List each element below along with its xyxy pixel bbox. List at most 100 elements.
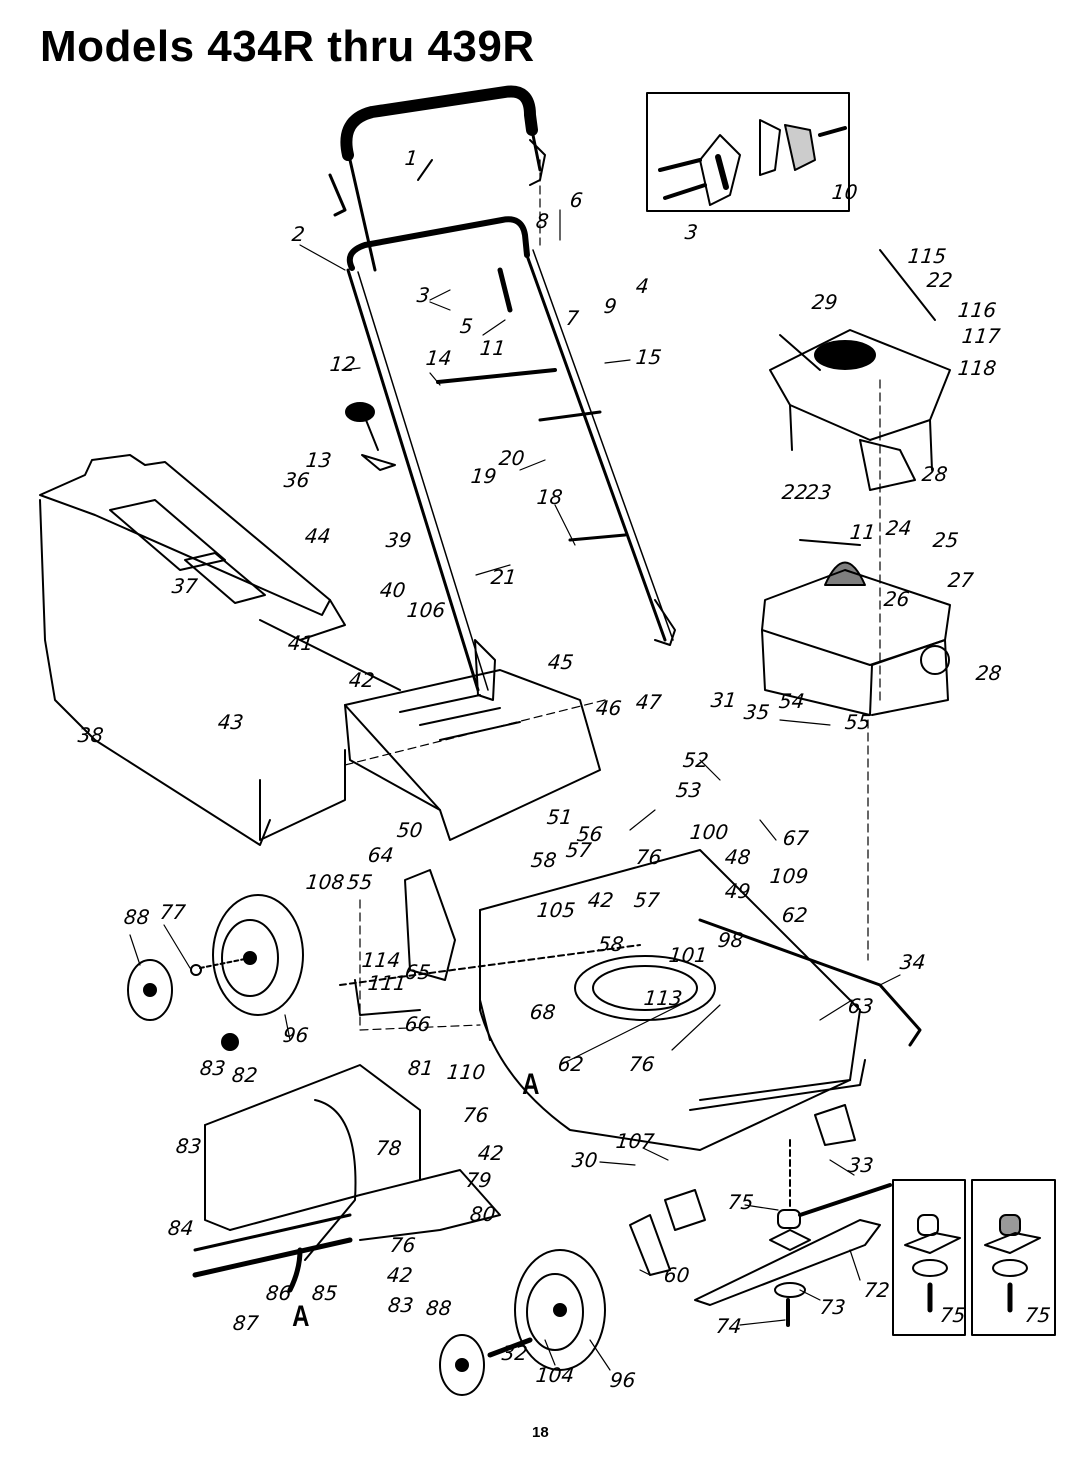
part-callout-45: 45 xyxy=(546,650,575,674)
part-callout-42: 42 xyxy=(586,888,615,912)
part-callout-75: 75 xyxy=(726,1190,755,1214)
part-callout-113: 113 xyxy=(642,986,684,1010)
part-callout-98: 98 xyxy=(716,928,745,952)
part-callout-115: 115 xyxy=(906,244,948,268)
part-callout-43: 43 xyxy=(216,710,245,734)
part-callout-5: 5 xyxy=(458,314,474,338)
part-callout-111: 111 xyxy=(366,971,408,995)
part-callout-34: 34 xyxy=(898,950,927,974)
page-title: Models 434R thru 439R xyxy=(40,22,535,71)
part-callout-9: 9 xyxy=(602,294,618,318)
part-callout-96: 96 xyxy=(281,1023,310,1047)
part-callout-26: 26 xyxy=(882,587,911,611)
part-callout-58: 58 xyxy=(596,932,625,956)
part-callout-63: 63 xyxy=(846,994,875,1018)
part-callout-3: 3 xyxy=(415,283,431,307)
part-callout-2: 2 xyxy=(290,222,306,246)
part-callout-75: 75 xyxy=(1023,1303,1052,1327)
part-callout-54: 54 xyxy=(777,689,806,713)
handle-knob xyxy=(345,402,396,471)
rear-deflector xyxy=(344,669,601,841)
part-callout-36: 36 xyxy=(282,468,311,492)
part-callout-53: 53 xyxy=(674,778,703,802)
part-callout-107: 107 xyxy=(614,1129,656,1153)
part-callout-72: 72 xyxy=(862,1278,891,1302)
part-callout-7: 7 xyxy=(564,306,580,330)
lower-handle xyxy=(346,216,676,701)
part-callout-24: 24 xyxy=(884,516,913,540)
blade-adapter-inset-drawing xyxy=(892,1179,1056,1336)
part-callout-19: 19 xyxy=(469,464,498,488)
part-callout-46: 46 xyxy=(594,696,623,720)
part-callout-44: 44 xyxy=(303,524,332,548)
engine-lower xyxy=(761,539,951,716)
part-callout-35: 35 xyxy=(742,700,771,724)
part-callout-1: 1 xyxy=(403,146,419,170)
part-callout-101: 101 xyxy=(667,943,709,967)
section-marker-a: A xyxy=(292,1300,310,1333)
part-callout-78: 78 xyxy=(374,1136,403,1160)
part-callout-28: 28 xyxy=(974,661,1003,685)
part-callout-6: 6 xyxy=(568,188,584,212)
part-callout-3: 3 xyxy=(683,220,699,244)
part-callout-57: 57 xyxy=(632,888,661,912)
part-callout-73: 73 xyxy=(818,1295,847,1319)
part-callout-110: 110 xyxy=(445,1060,487,1084)
part-callout-85: 85 xyxy=(310,1281,339,1305)
front-wheel-bracket xyxy=(629,1104,856,1276)
part-callout-74: 74 xyxy=(714,1314,743,1338)
part-callout-33: 33 xyxy=(846,1153,875,1177)
part-callout-49: 49 xyxy=(723,879,752,903)
part-callout-52: 52 xyxy=(681,748,710,772)
part-callout-62: 62 xyxy=(780,903,809,927)
part-callout-108: 108 xyxy=(304,870,346,894)
part-callout-86: 86 xyxy=(264,1281,293,1305)
part-callout-76: 76 xyxy=(634,845,663,869)
part-callout-42: 42 xyxy=(476,1141,505,1165)
part-callout-68: 68 xyxy=(528,1000,557,1024)
part-callout-50: 50 xyxy=(395,818,424,842)
part-callout-27: 27 xyxy=(946,568,975,592)
part-callout-60: 60 xyxy=(662,1263,691,1287)
part-callout-12: 12 xyxy=(328,352,357,376)
part-callout-77: 77 xyxy=(158,900,187,924)
part-callout-55: 55 xyxy=(843,710,872,734)
mower-deck xyxy=(479,849,866,1151)
part-callout-21: 21 xyxy=(489,565,518,589)
part-callout-79: 79 xyxy=(464,1168,493,1192)
part-callout-51: 51 xyxy=(545,805,574,829)
part-callout-48: 48 xyxy=(723,845,752,869)
part-callout-55: 55 xyxy=(345,870,374,894)
part-callout-106: 106 xyxy=(405,598,447,622)
part-callout-18: 18 xyxy=(535,485,564,509)
part-callout-11: 11 xyxy=(848,520,877,544)
part-callout-30: 30 xyxy=(570,1148,599,1172)
part-callout-100: 100 xyxy=(688,820,730,844)
part-callout-81: 81 xyxy=(406,1056,435,1080)
part-callout-8: 8 xyxy=(534,209,550,233)
part-callout-41: 41 xyxy=(286,631,315,655)
part-callout-4: 4 xyxy=(634,274,650,298)
part-callout-23: 23 xyxy=(804,480,833,504)
part-callout-15: 15 xyxy=(634,345,663,369)
part-callout-80: 80 xyxy=(468,1202,497,1226)
part-callout-88: 88 xyxy=(122,905,151,929)
part-callout-42: 42 xyxy=(347,668,376,692)
part-callout-58: 58 xyxy=(529,848,558,872)
part-callout-47: 47 xyxy=(634,690,663,714)
part-callout-13: 13 xyxy=(304,448,333,472)
control-bracket-inset-drawing xyxy=(646,92,850,212)
part-callout-83: 83 xyxy=(198,1056,227,1080)
construction-lines xyxy=(344,159,881,1031)
part-callout-66: 66 xyxy=(403,1012,432,1036)
part-callout-82: 82 xyxy=(230,1063,259,1087)
part-callout-57: 57 xyxy=(564,838,593,862)
part-callout-76: 76 xyxy=(388,1233,417,1257)
upper-handle xyxy=(328,85,546,272)
part-callout-109: 109 xyxy=(768,864,810,888)
part-callout-67: 67 xyxy=(781,826,810,850)
engine-upper xyxy=(769,249,951,491)
part-callout-76: 76 xyxy=(461,1103,490,1127)
part-callout-32: 32 xyxy=(500,1341,529,1365)
